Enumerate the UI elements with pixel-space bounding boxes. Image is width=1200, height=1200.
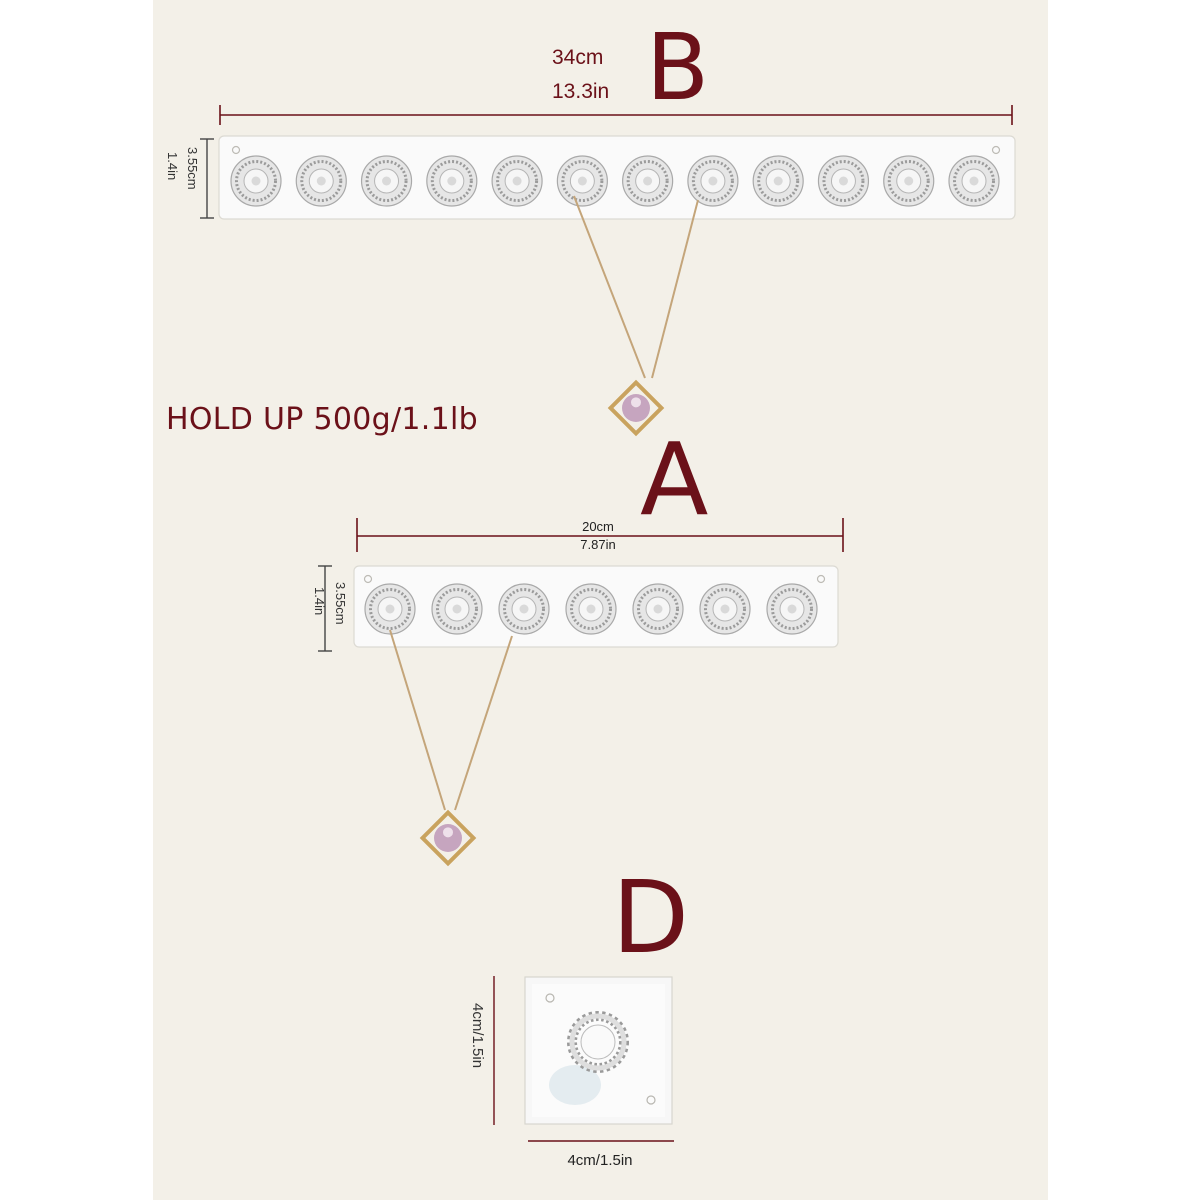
- b-crystal-knob: [622, 155, 674, 207]
- b-crystal-knob: [687, 155, 739, 207]
- b-crystal-knob: [295, 155, 347, 207]
- b-crystal-knob: [426, 155, 478, 207]
- variant-a-letter: A: [640, 421, 709, 538]
- weight-capacity-label: HOLD UP 500g/1.1lb: [166, 402, 479, 437]
- a-width-in: 7.87in: [568, 537, 628, 552]
- b-crystal-knob: [817, 155, 870, 207]
- b-crystal-knob: [230, 155, 282, 207]
- a-crystal-knob: [766, 583, 818, 635]
- a-width-cm: 20cm: [568, 519, 628, 534]
- b-crystal-knob: [360, 155, 413, 207]
- d-width-label: 4cm/1.5in: [567, 1152, 633, 1169]
- b-crystal-knob: [752, 155, 804, 207]
- b-crystal-knob: [491, 155, 543, 207]
- variant-b-letter: B: [646, 14, 710, 121]
- b-crystal-knob: [948, 155, 1000, 207]
- a-crystal-knob: [699, 583, 751, 635]
- a-crystal-knob: [565, 583, 617, 635]
- a-crystal-knob: [498, 583, 550, 635]
- d-height-label: 4cm/1.5in: [469, 1003, 486, 1069]
- a-crystal-knob: [364, 583, 416, 635]
- a-crystal-knob: [431, 583, 483, 635]
- variant-d-letter: D: [612, 859, 690, 976]
- b-width-in: 13.3in: [552, 80, 610, 103]
- a-crystal-knob: [632, 583, 684, 635]
- b-width-cm: 34cm: [552, 46, 604, 69]
- b-crystal-knob: [883, 155, 935, 207]
- b-crystal-knob: [556, 155, 608, 207]
